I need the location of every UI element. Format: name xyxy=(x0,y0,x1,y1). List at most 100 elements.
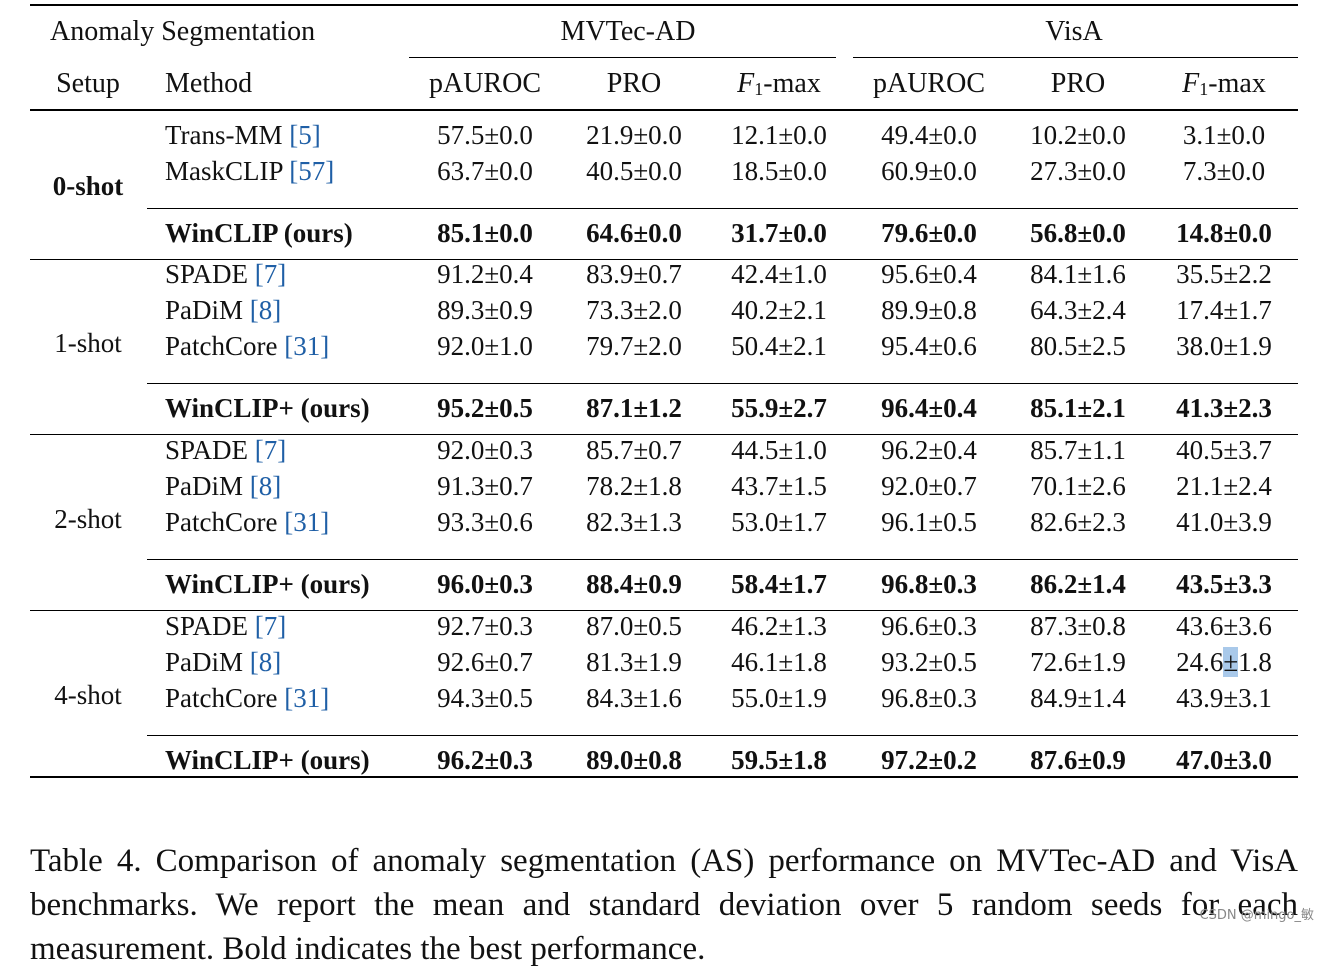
citation-link[interactable]: 31 xyxy=(293,682,321,713)
method-name: MaskCLIP [57] xyxy=(165,155,334,186)
method-label: PaDiM xyxy=(165,294,250,325)
ours-method-name: WinCLIP (ours) xyxy=(165,217,353,248)
metric-value-cell: 40.5±0.0 xyxy=(586,155,682,186)
citation-close-bracket: ] xyxy=(277,258,287,289)
method-header: Method xyxy=(165,68,253,99)
citation-open-bracket: [ xyxy=(249,470,259,501)
metric-value-cell: 44.5±1.0 xyxy=(731,434,827,465)
metric-value-cell: 21.9±0.0 xyxy=(586,119,682,150)
metric-value-cell: 92.0±0.3 xyxy=(437,434,533,465)
metric-value-cell: 43.6±3.6 xyxy=(1176,610,1272,641)
citation-link[interactable]: 31 xyxy=(293,330,321,361)
citation-open-bracket: [ xyxy=(289,119,299,150)
metric-value-cell: 92.6±0.7 xyxy=(437,646,533,677)
citation-close-bracket: ] xyxy=(320,682,330,713)
metric-value-cell: 85.7±1.1 xyxy=(1030,434,1126,465)
metric-value-cell: 78.2±1.8 xyxy=(586,470,682,501)
metric-value-cell: 89.9±0.8 xyxy=(881,294,977,325)
citation-link[interactable]: 7 xyxy=(263,258,278,289)
metric-value-cell: 50.4±2.1 xyxy=(731,330,827,361)
visa-span-rule xyxy=(853,57,1298,59)
metric-value-cell: 96.8±0.3 xyxy=(881,682,977,713)
citation-link[interactable]: 57 xyxy=(298,155,326,186)
citation-link[interactable]: 5 xyxy=(298,119,312,150)
f1-symbol: F xyxy=(737,68,755,99)
metric-f1max-header: F1-max xyxy=(1182,68,1266,99)
metric-value-cell: 57.5±0.0 xyxy=(437,119,533,150)
metric-value-cell: 84.3±1.6 xyxy=(586,682,682,713)
best-value-cell: 55.9±2.7 xyxy=(731,392,827,423)
citation-link[interactable]: 8 xyxy=(258,646,273,677)
best-value-cell: 85.1±0.0 xyxy=(437,217,533,248)
citation-open-bracket: [ xyxy=(284,682,294,713)
metric-value-cell: 49.4±0.0 xyxy=(881,119,977,150)
metric-value-cell: 46.1±1.8 xyxy=(731,646,827,677)
metric-value-cell: 95.6±0.4 xyxy=(881,258,977,289)
citation-link[interactable]: 31 xyxy=(293,506,321,537)
metric-value-cell: 92.0±1.0 xyxy=(437,330,533,361)
citation-open-bracket: [ xyxy=(284,506,294,537)
best-value-cell: 41.3±2.3 xyxy=(1176,392,1272,423)
method-label: SPADE xyxy=(165,610,255,641)
citation-open-bracket: [ xyxy=(289,155,299,186)
metric-value-cell: 80.5±2.5 xyxy=(1030,330,1126,361)
mvtec-span-rule xyxy=(409,57,836,59)
f1-symbol: F xyxy=(1182,68,1200,99)
metric-value-cell: 87.0±0.5 xyxy=(586,610,682,641)
best-value-cell: 96.2±0.3 xyxy=(437,744,533,775)
metric-value-cell: 64.3±2.4 xyxy=(1030,294,1126,325)
method-name: PaDiM [8] xyxy=(165,294,281,325)
metric-value-cell: 43.9±3.1 xyxy=(1176,682,1272,713)
method-name: SPADE [7] xyxy=(165,258,287,289)
metric-value-cell: 79.7±2.0 xyxy=(586,330,682,361)
metric-value-cell: 82.3±1.3 xyxy=(586,506,682,537)
citation-open-bracket: [ xyxy=(254,434,264,465)
citation-close-bracket: ] xyxy=(311,119,321,150)
selection-highlight: ± xyxy=(1223,646,1239,677)
ours-method-name: WinCLIP+ (ours) xyxy=(165,744,370,775)
best-value-cell: 58.4±1.7 xyxy=(731,568,827,599)
metric-value-cell: 84.9±1.4 xyxy=(1030,682,1126,713)
metric-pauroc-header: pAUROC xyxy=(428,68,541,99)
metric-value-cell: 96.2±0.4 xyxy=(881,434,977,465)
citation-link[interactable]: 8 xyxy=(258,294,273,325)
best-value-cell: 95.2±0.5 xyxy=(437,392,533,423)
best-value-cell: 59.5±1.8 xyxy=(731,744,827,775)
ours-separator-rule xyxy=(147,735,1298,737)
metric-value-cell: 53.0±1.7 xyxy=(731,506,827,537)
citation-link[interactable]: 7 xyxy=(263,610,278,641)
citation-link[interactable]: 7 xyxy=(263,434,278,465)
method-name: PaDiM [8] xyxy=(165,646,281,677)
metric-pro-header: PRO xyxy=(606,68,662,99)
metric-value-cell: 17.4±1.7 xyxy=(1176,294,1272,325)
metric-value-cell: 92.0±0.7 xyxy=(881,470,977,501)
best-value-cell: 89.0±0.8 xyxy=(586,744,682,775)
citation-link[interactable]: 8 xyxy=(258,470,273,501)
method-label: PatchCore xyxy=(165,506,285,537)
group-separator-rule xyxy=(30,610,1298,612)
metric-value-cell: 21.1±2.4 xyxy=(1176,470,1272,501)
metric-pauroc-header: pAUROC xyxy=(872,68,985,99)
metric-value-cell: 55.0±1.9 xyxy=(731,682,827,713)
citation-open-bracket: [ xyxy=(254,258,264,289)
best-value-cell: 85.1±2.1 xyxy=(1030,392,1126,423)
best-value-cell: 14.8±0.0 xyxy=(1176,217,1272,248)
setup-label: 1-shot xyxy=(54,327,122,358)
setup-label: 4-shot xyxy=(54,679,122,710)
method-name: PatchCore [31] xyxy=(165,682,330,713)
citation-close-bracket: ] xyxy=(277,610,287,641)
method-label: PaDiM xyxy=(165,646,250,677)
best-value-cell: 87.1±1.2 xyxy=(586,392,682,423)
metric-value-cell: 60.9±0.0 xyxy=(881,155,977,186)
citation-close-bracket: ] xyxy=(272,470,282,501)
task-label: Anomaly Segmentation xyxy=(50,16,316,47)
metric-value-cell: 27.3±0.0 xyxy=(1030,155,1126,186)
metric-pro-header: PRO xyxy=(1050,68,1106,99)
metric-value-cell: 40.2±2.1 xyxy=(731,294,827,325)
method-name: PaDiM [8] xyxy=(165,470,282,501)
metric-value-cell: 82.6±2.3 xyxy=(1030,506,1126,537)
metric-value-cell: 41.0±3.9 xyxy=(1176,506,1272,537)
method-label: MaskCLIP xyxy=(165,155,290,186)
